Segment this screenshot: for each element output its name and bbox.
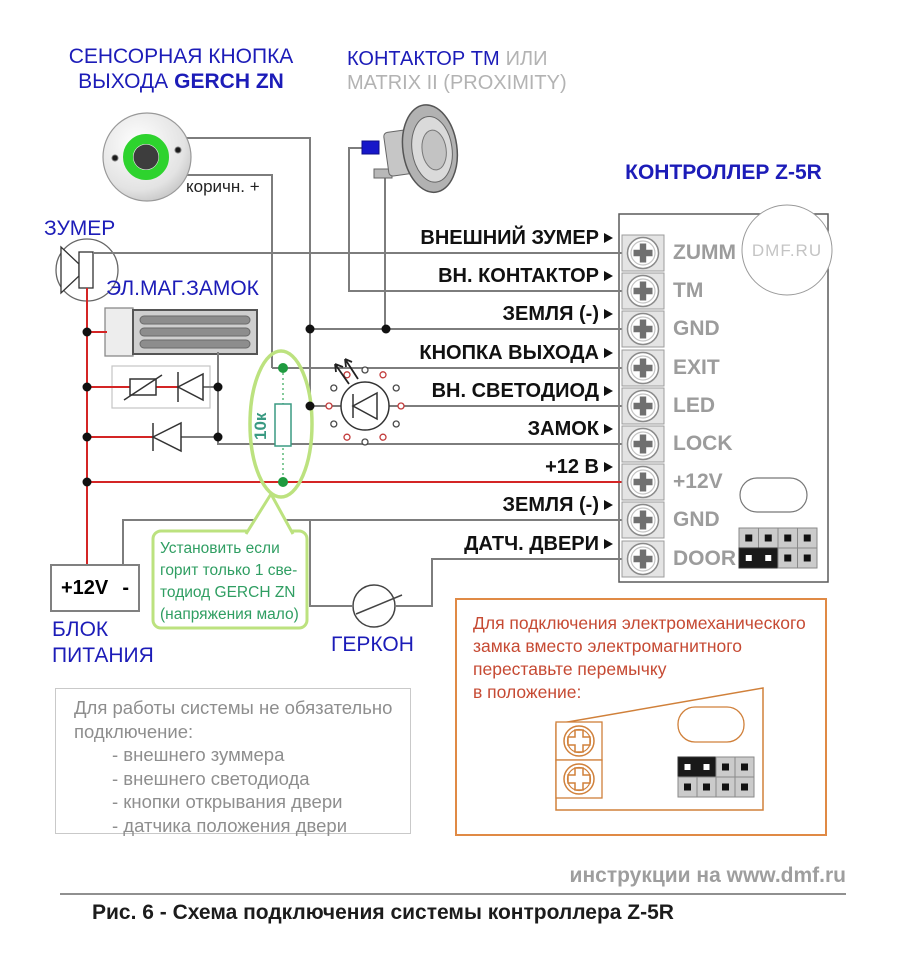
resistor-10k-icon: 10к [151,349,314,630]
relay-pill-icon [739,477,808,513]
arrow-icon [604,348,613,358]
figure-caption: Рис. 6 - Схема подключения системы контр… [92,901,674,924]
buzzer-icon [55,238,119,302]
note-item: - внешнего зуммера [112,744,285,765]
arrow-icon [604,233,613,243]
varistor-diode-icon [123,372,204,402]
terminal-screw-icon [621,272,665,310]
wire-label-12v: +12 В [545,454,613,480]
relay-pill-icon [677,706,745,743]
note-item: - внешнего светодиода [112,767,310,789]
jumper-note-text: Для подключения электромеханического зам… [473,613,806,702]
wire-label-gnd2: ЗЕМЛЯ (-) [503,492,613,518]
terminal-led: LED [673,394,715,417]
jumper-block-icon [677,756,755,798]
psu-voltage: +12V [61,576,109,599]
site-note: инструкции на www.dmf.ru [569,864,846,887]
terminal-screw-icon [621,349,665,387]
reed-switch-icon [352,584,403,628]
arrow-icon [604,424,613,434]
terminal-lock: LOCK [673,432,733,455]
arrow-icon [604,500,613,510]
optional-connections-note: Для работы системы не обязательно подклю… [55,688,411,836]
terminal-screw-icon [621,463,665,501]
arrow-icon [604,462,613,472]
terminal-screw-icon [621,387,665,425]
footer-divider [60,893,846,895]
reed-switch-label: ГЕРКОН [331,633,414,656]
terminal-tm: TM [673,279,704,302]
reader-title-line2: MATRIX II (PROXIMITY) [347,72,567,94]
psu-minus: - [122,576,129,599]
maglock-icon [104,307,258,357]
terminal-screw-icon [621,540,665,578]
terminal-screw-icon [621,310,665,348]
watermark-text: DMF.RU [751,241,823,260]
terminal-screw-icon [621,234,665,272]
resistor-value: 10к [251,412,270,440]
touch-button-icon [102,112,192,202]
product-name: GERCH ZN [174,70,284,93]
terminal-screw-icon [621,501,665,539]
reader-title-or: ИЛИ [505,48,548,70]
terminal-screw-icon [621,425,665,463]
led-icon [325,358,405,446]
wire-label-gnd1: ЗЕМЛЯ (-) [503,301,613,327]
jumper-block-icon [738,527,818,569]
maglock-label: ЭЛ.МАГ.ЗАМОК [106,277,259,300]
wires-gray [93,137,626,607]
note-item: - датчика положения двери [112,814,348,836]
terminal-gnd1: GND [673,317,720,340]
junction-dots [82,324,391,487]
arrow-icon [604,309,613,319]
controller-title: КОНТРОЛЛЕР Z-5R [625,161,822,184]
power-supply-box: +12V - [50,564,140,612]
brown-wire-label: коричн. + [186,177,260,196]
terminal-strip [621,234,665,578]
jumper-note-box: Для подключения электромеханического зам… [455,598,827,836]
diode-icon [151,421,182,453]
terminal-12v: +12V [673,470,723,493]
wire-label-zumm: ВНЕШНИЙ ЗУМЕР [420,225,613,251]
arrow-icon [604,386,613,396]
terminal-gnd2: GND [673,508,720,531]
wire-label-door: ДАТЧ. ДВЕРИ [464,531,613,557]
reader-title-primary: КОНТАКТОР ТМ [347,48,500,70]
dmf-watermark-circle [741,204,833,296]
arrow-icon [604,271,613,281]
power-supply-label: БЛОК ПИТАНИЯ [52,618,154,667]
touch-button-title-line1: СЕНСОРНАЯ КНОПКА [68,45,294,68]
terminal-door: DOOR [673,547,736,570]
terminal-exit: EXIT [673,356,720,379]
wire-label-led: ВН. СВЕТОДИОД [432,378,613,404]
green-note: Установить если горит только 1 све- тоди… [160,540,299,623]
terminal-zumm: ZUMM [673,241,736,264]
buzzer-label: ЗУМЕР [44,217,116,240]
note-item: - кнопки открывания двери [112,791,343,812]
jumper-position-diagram [555,687,764,811]
wire-label-exit: КНОПКА ВЫХОДА [419,340,613,366]
wire-label-tm: ВН. КОНТАКТОР [438,263,613,289]
arrow-icon [604,539,613,549]
reader-icon [361,104,459,194]
wire-label-lock: ЗАМОК [528,416,613,442]
